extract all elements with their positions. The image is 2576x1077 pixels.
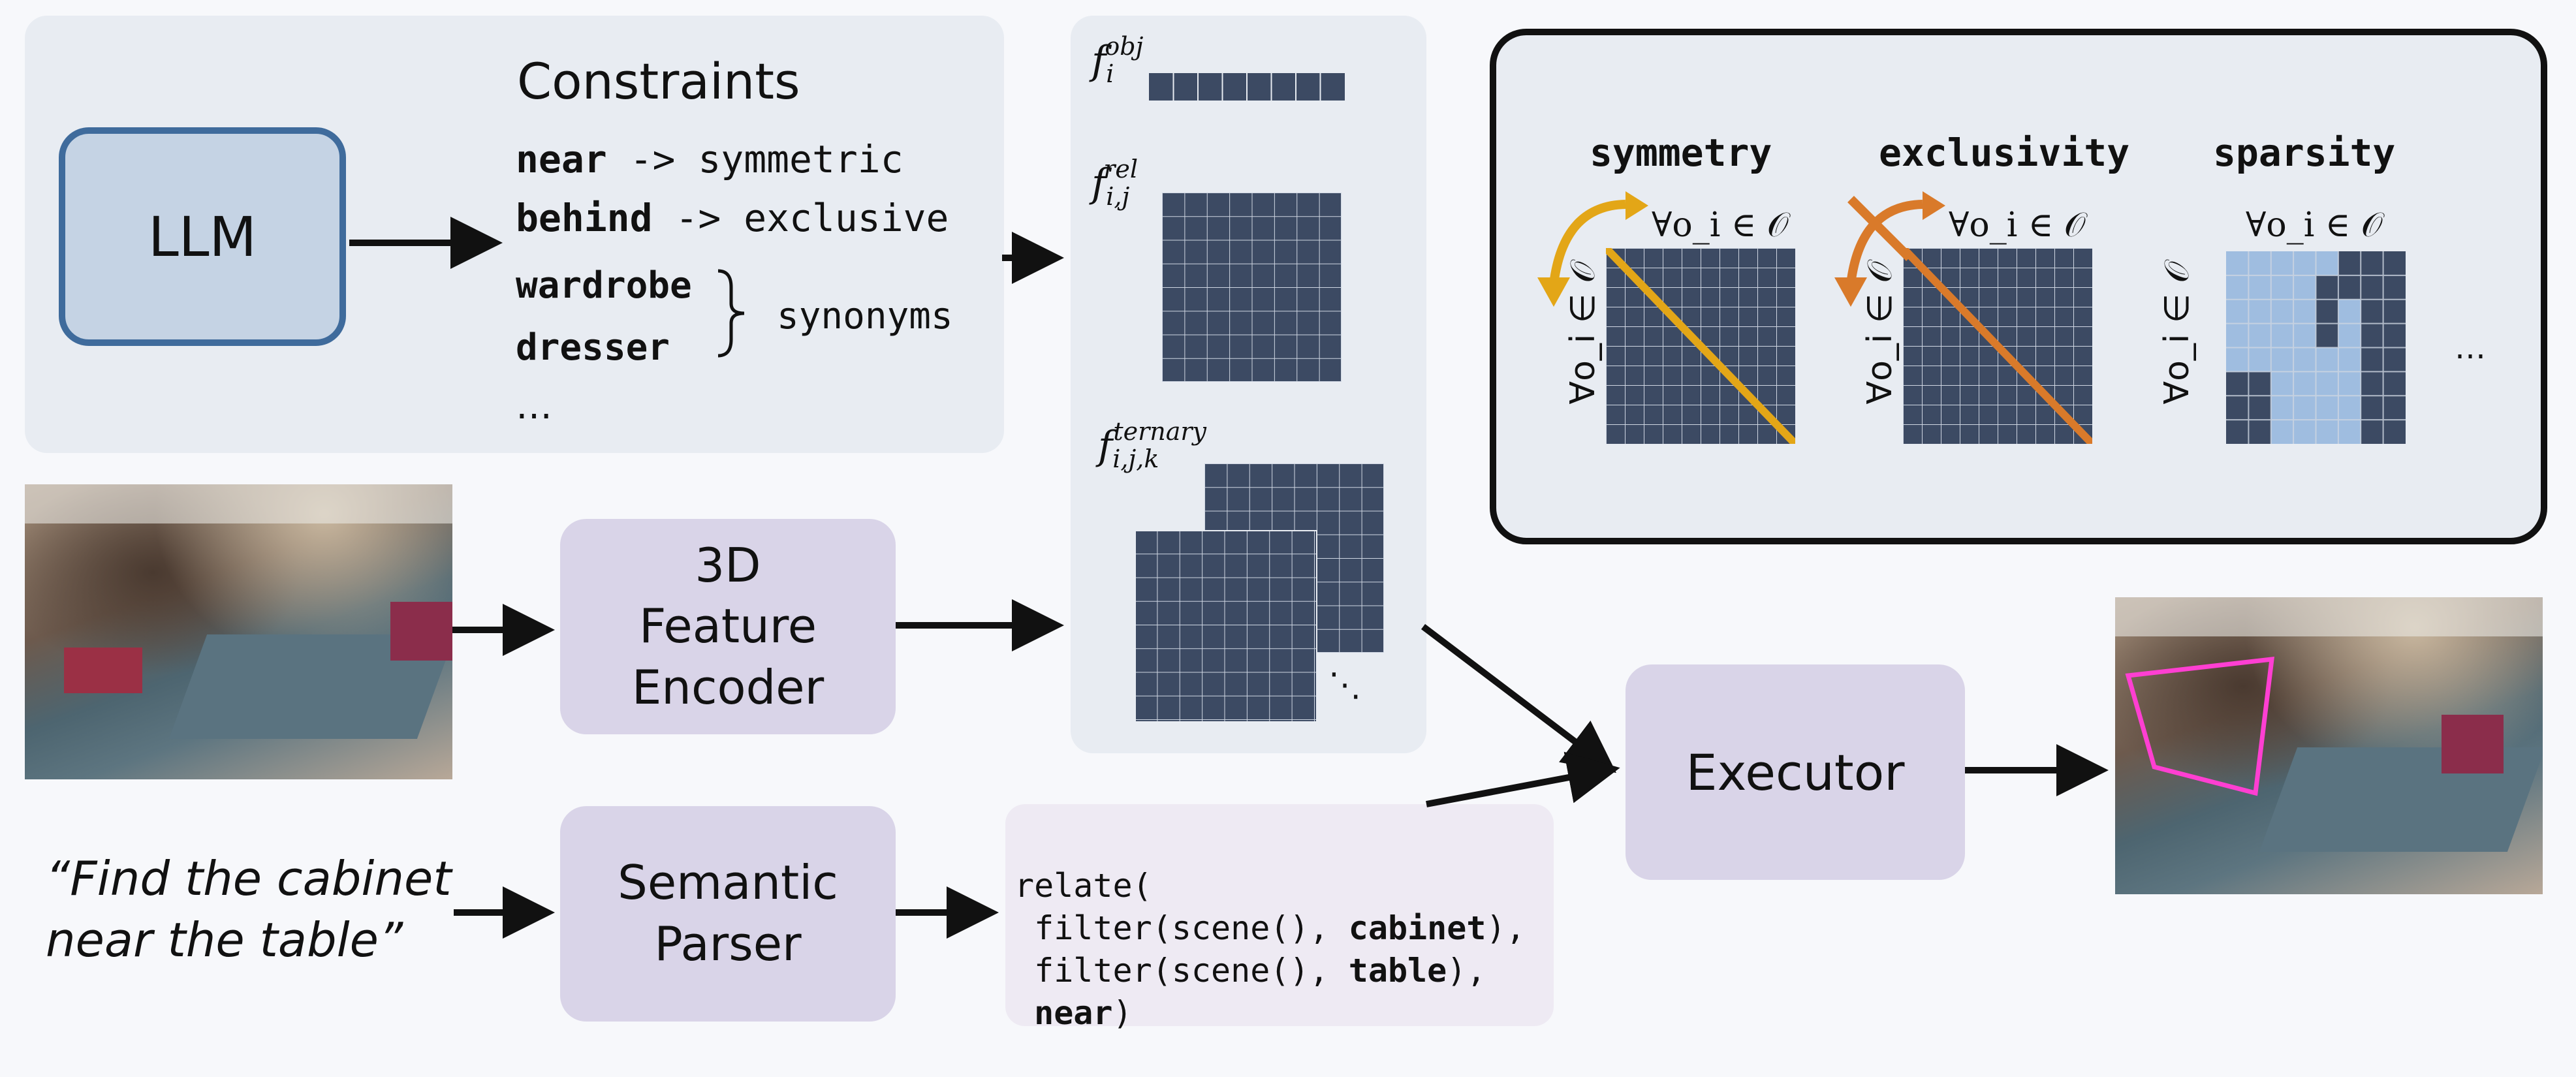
synonym-word-1: wardrobe [516,264,692,307]
f-rel-sup: rel [1103,155,1139,183]
parser-line2: Parser [654,916,802,971]
program-line1: relate( [1014,867,1152,905]
forall-top-symmetry: ∀o_i ∈ 𝒪 [1652,206,1789,245]
constraint-types-ellipsis: … [2455,330,2486,366]
exclusivity-grid [1903,248,2092,444]
constraints-ellipsis: … [516,385,552,428]
exclusivity-diagonal [1903,248,2092,444]
ternary-feature-grid-front [1135,530,1317,723]
f-symbol: f [1092,38,1107,84]
synonym-word-2: dresser [516,326,670,369]
query-line2: near the table” [46,912,403,967]
semantic-parser-box: Semantic Parser [560,806,896,1022]
query-text: “Find the cabinet near the table” [46,849,452,971]
program-line2: filter(scene(), cabinet), [1014,909,1526,947]
rel-feature-grid [1162,193,1342,382]
flow-arrows [349,217,2109,939]
synonyms-label: synonyms [777,295,953,337]
output-scene-image [2115,597,2543,894]
llm-box: LLM [59,127,346,346]
constraints-title: Constraints [517,52,800,110]
f-obj-sub: i [1106,59,1114,88]
arrow-features-to-executor [1421,624,1616,773]
f-ternary-label: fi,j,kternary [1098,419,1252,473]
parser-line1: Semantic [618,855,838,911]
program-box: relate( filter(scene(), cabinet), filter… [1005,804,1554,1032]
symmetry-grid [1606,248,1795,444]
f-ternary-sub: i,j,k [1112,445,1159,473]
forall-top-exclusivity: ∀o_i ∈ 𝒪 [1949,206,2086,245]
symmetry-arrow [1537,191,1648,307]
f-rel-sub: i,j [1106,182,1130,211]
llm-label: LLM [148,204,257,269]
feature-encoder-box: 3D Feature Encoder [560,519,896,734]
query-line1: “Find the cabinet [46,851,452,906]
encoder-line3: Encoder [631,659,825,715]
forall-top-sparsity: ∀o_i ∈ 𝒪 [2246,206,2383,245]
f-symbol: f [1098,423,1113,469]
obj-feature-bar [1149,73,1345,101]
sparsity-grid [2226,251,2406,444]
exclusivity-title: exclusivity [1879,131,2130,175]
symmetry-diagonal [1606,248,1795,444]
f-ternary-sup: ternary [1113,417,1207,446]
symmetry-title: symmetry [1590,131,1772,175]
input-scene-image [25,484,452,779]
cabinet-bounding-box [2125,657,2275,796]
arrow-program-to-executor [1426,751,1620,807]
f-obj-sup: obj [1105,32,1144,61]
constraint-rel: -> exclusive [675,196,949,240]
encoder-line1: 3D [695,537,761,593]
executor-label: Executor [1686,743,1905,802]
constraint-row-behind: behind -> exclusive [516,196,949,240]
encoder-line2: Feature [638,599,817,654]
exclusivity-arrow [1834,191,1945,307]
program-line4: near) [1014,994,1133,1032]
ternary-more: ⋱ [1328,666,1361,704]
constraint-rel: -> symmetric [629,137,903,181]
constraint-key: near [516,137,607,181]
constraint-key: behind [516,196,653,240]
sparsity-title: sparsity [2213,131,2396,175]
program-line3: filter(scene(), table), [1014,952,1486,990]
executor-box: Executor [1626,664,1965,880]
f-obj-label: fiobj [1092,34,1152,88]
f-symbol: f [1092,161,1107,206]
f-rel-label: fi,jrel [1092,157,1164,211]
constraint-row-near: near -> symmetric [516,137,903,181]
synonym-brace [717,269,745,358]
